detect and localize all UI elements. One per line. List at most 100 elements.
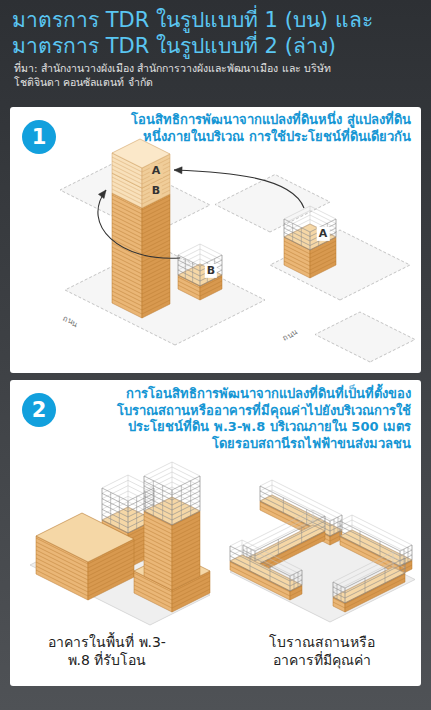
floor-line	[142, 272, 170, 286]
floor-line	[112, 299, 142, 314]
floor-line	[172, 540, 200, 554]
frame-line	[255, 531, 325, 566]
road-label: ถนน	[279, 327, 301, 345]
floor-line	[144, 572, 172, 586]
floor-line	[112, 275, 142, 290]
frame-line	[301, 228, 302, 246]
frame-line	[313, 510, 314, 525]
floor-line	[112, 165, 142, 180]
frame-line	[310, 219, 336, 232]
frame-line	[283, 498, 284, 513]
frame-line	[207, 262, 208, 282]
illustration-group	[60, 139, 415, 362]
frame-line	[302, 570, 303, 585]
frame-line	[178, 270, 200, 281]
frame-line	[102, 509, 128, 522]
building-letter: B	[150, 184, 162, 198]
frame-line	[200, 476, 201, 511]
frame-line	[352, 530, 412, 560]
frame-line	[333, 582, 334, 597]
floor-line	[112, 255, 142, 270]
frame-line	[405, 558, 406, 573]
building-roof	[284, 224, 336, 250]
frame-line	[340, 531, 400, 561]
floor-line	[112, 259, 142, 274]
frame-line	[260, 496, 330, 531]
frame-line	[144, 476, 172, 490]
floor-line	[144, 544, 172, 558]
frame-line	[230, 556, 290, 586]
frame-line	[144, 462, 172, 476]
frame-line	[330, 521, 331, 536]
floor-line	[142, 300, 170, 314]
floor-line	[134, 589, 172, 608]
frame-line	[102, 504, 128, 517]
floor-line	[172, 536, 200, 550]
frame-line	[162, 485, 163, 520]
frame-line	[393, 552, 394, 567]
frame-line	[345, 558, 405, 588]
floor-line	[142, 276, 170, 290]
floor-line	[142, 280, 170, 294]
floor-line	[144, 552, 172, 566]
frame-line	[292, 223, 293, 241]
frame-line	[102, 493, 128, 506]
floor-line	[142, 170, 170, 184]
frame-line	[102, 491, 128, 504]
frame-line	[290, 575, 302, 581]
floor-line	[112, 287, 142, 302]
floor-line	[112, 239, 142, 254]
step-number: 2	[32, 400, 47, 421]
floor-line	[144, 524, 172, 538]
frame-line	[330, 515, 342, 521]
frame-line	[260, 486, 330, 521]
floor-line	[112, 169, 142, 184]
frame-line	[290, 580, 302, 586]
floor-line	[144, 568, 172, 582]
frame-line	[136, 497, 137, 529]
frame-line	[128, 475, 154, 488]
frame-line	[333, 582, 345, 588]
frame-line	[102, 499, 128, 512]
transfer-arrow	[98, 190, 180, 258]
floor-line	[310, 249, 336, 262]
frame-line	[337, 584, 338, 599]
frame-line	[325, 516, 326, 531]
step-description: การโอนสิทธิการพัฒนาจากแปลงที่ดินที่เป็นท…	[101, 386, 411, 453]
frame-line	[178, 275, 200, 286]
frame-line	[119, 497, 120, 529]
frame-line	[352, 520, 412, 550]
floor-line	[36, 566, 88, 592]
frame-line	[230, 551, 290, 581]
frame-line	[242, 540, 302, 570]
frame-line	[294, 574, 295, 589]
frame-line	[110, 492, 111, 524]
building-letter: B	[205, 264, 217, 278]
floor-line	[284, 261, 310, 274]
floor-line	[112, 295, 142, 310]
frame-line	[393, 552, 405, 558]
frame-line	[200, 249, 222, 260]
frame-line	[242, 550, 302, 580]
frame-line	[284, 219, 285, 237]
frame-line	[333, 592, 345, 598]
frame-line	[336, 219, 337, 237]
building-roof	[260, 495, 342, 536]
floor-line	[112, 219, 142, 234]
frame-line	[284, 219, 310, 232]
frame-line	[128, 501, 129, 533]
frame-line	[222, 255, 223, 275]
floor-line	[144, 532, 172, 546]
floor-line	[142, 288, 170, 302]
building-face	[112, 193, 142, 318]
frame-line	[144, 476, 145, 511]
frame-line	[340, 526, 400, 556]
floor-line	[142, 232, 170, 246]
land-plot	[270, 230, 410, 300]
source-note: ที่มา: สำนักงานวางผังเมือง สำนักการวางผั…	[14, 62, 334, 89]
floor-line	[142, 220, 170, 234]
floor-line	[112, 283, 142, 298]
floor-line	[172, 568, 200, 582]
floor-line	[284, 257, 310, 270]
